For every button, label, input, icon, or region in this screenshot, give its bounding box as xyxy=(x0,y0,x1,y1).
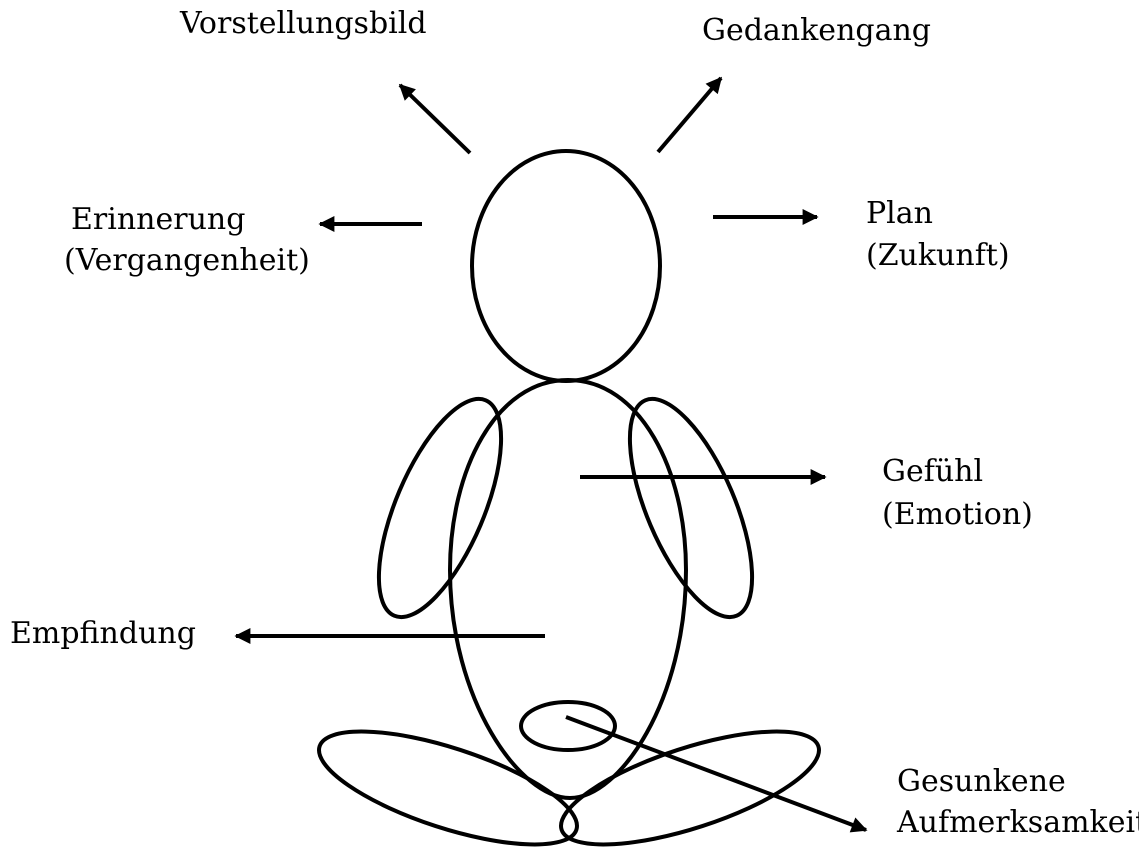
feeling-sublabel: (Emotion) xyxy=(882,497,1033,533)
plan-sublabel: (Zukunft) xyxy=(866,238,1010,274)
memory-sublabel: (Vergangenheit) xyxy=(64,243,310,279)
torso-shape xyxy=(450,380,686,798)
head-shape xyxy=(472,151,660,381)
feeling-label: Gefühl xyxy=(882,454,983,490)
memory-label: Erinnerung xyxy=(71,202,245,238)
belly-circle-shape xyxy=(521,702,615,750)
sensation-label: Empfindung xyxy=(10,616,196,652)
imagination-label: Vorstellungsbild xyxy=(180,6,427,42)
attention-arrow xyxy=(566,717,866,830)
attention-label: Gesunkene xyxy=(897,764,1066,800)
left-leg-shape xyxy=(307,708,589,854)
imagination-arrow xyxy=(400,85,470,153)
thought-arrow xyxy=(658,78,721,152)
thought-label: Gedankengang xyxy=(702,13,931,49)
right-arm-shape xyxy=(605,383,777,633)
attention-sublabel: Aufmerksamkeit xyxy=(897,805,1139,841)
left-arm-shape xyxy=(354,383,526,633)
right-leg-shape xyxy=(549,708,831,854)
plan-label: Plan xyxy=(866,196,933,232)
